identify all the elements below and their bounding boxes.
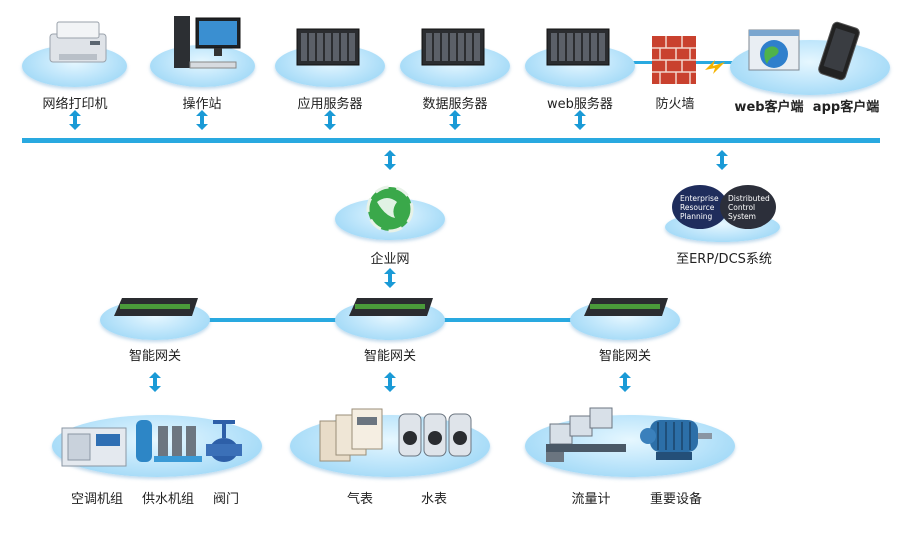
erp-dcs-label: 至ERP/DCS系统: [676, 252, 772, 267]
data-server-label: 数据服务器: [422, 97, 488, 112]
erp-dcs-icon: Enterprise Resource Planning Distributed…: [672, 185, 776, 229]
workstation-label: 操作站: [182, 97, 222, 112]
gateway-line-left: [205, 318, 345, 322]
enterprise-net-label: 企业网: [370, 252, 410, 267]
arrow-data-server: [449, 110, 461, 130]
app-server-label: 应用服务器: [297, 97, 363, 112]
gateway-label-2: 智能网关: [363, 349, 417, 364]
ac-unit-icon: [61, 427, 127, 467]
app-client-label: app客户端: [812, 100, 880, 115]
key-equipment-label: 重要设备: [649, 492, 703, 507]
arrow-app-server: [324, 110, 336, 130]
firewall-label: 防火墙: [655, 97, 695, 112]
motor-icon: [640, 420, 712, 460]
water-meter-label: 水表: [420, 492, 448, 507]
flow-meter-icon: [546, 407, 626, 462]
erp-text-line3: Planning: [680, 212, 713, 221]
dcs-text-line3: System: [728, 212, 756, 221]
arrow-gateway-1: [149, 372, 161, 392]
app-server-icon: [296, 28, 360, 66]
erp-text-line1: Enterprise: [680, 194, 719, 203]
arrow-printer: [69, 110, 81, 130]
printer-icon: [49, 21, 107, 63]
switch-icon-3: [584, 298, 668, 316]
arrow-workstation: [196, 110, 208, 130]
arrow-gateway-3: [619, 372, 631, 392]
workstation-icon: [174, 16, 241, 69]
dcs-text-line1: Distributed: [728, 194, 770, 203]
water-supply-label: 供水机组: [141, 492, 195, 507]
web-client-label: web客户端: [734, 100, 804, 115]
gateway-line-right: [440, 318, 580, 322]
firewall-icon: [652, 36, 696, 84]
switch-icon-1: [114, 298, 198, 316]
water-meter-icon: [398, 413, 472, 457]
data-server-icon: [421, 28, 485, 66]
printer-label: 网络打印机: [42, 97, 108, 112]
arrow-bus-enterprise: [384, 150, 396, 170]
phone-icon: [818, 21, 860, 81]
globe-browser-icon: [748, 29, 800, 71]
valve-icon: [206, 420, 242, 462]
gas-meter-label: 气表: [346, 492, 374, 507]
gateway-label-3: 智能网关: [598, 349, 652, 364]
water-pump-icon: [136, 420, 202, 462]
gas-meter-icon: [319, 408, 383, 462]
web-server-icon: [546, 28, 610, 66]
dcs-text-line2: Control: [728, 203, 755, 212]
ac-unit-label: 空调机组: [70, 492, 124, 507]
globe-icon: [366, 185, 414, 233]
switch-icon-2: [349, 298, 433, 316]
flow-meter-label: 流量计: [571, 492, 611, 507]
gateway-label-1: 智能网关: [128, 349, 182, 364]
arrow-gateway-2: [384, 372, 396, 392]
valve-label: 阀门: [212, 492, 240, 507]
arrow-bus-erp: [716, 150, 728, 170]
arrow-enterprise-gateway: [384, 268, 396, 288]
arrow-web-server: [574, 110, 586, 130]
web-server-label: web服务器: [547, 97, 613, 112]
erp-text-line2: Resource: [680, 203, 715, 212]
lightning-icon: [705, 60, 725, 74]
main-bus-line: [22, 138, 880, 143]
